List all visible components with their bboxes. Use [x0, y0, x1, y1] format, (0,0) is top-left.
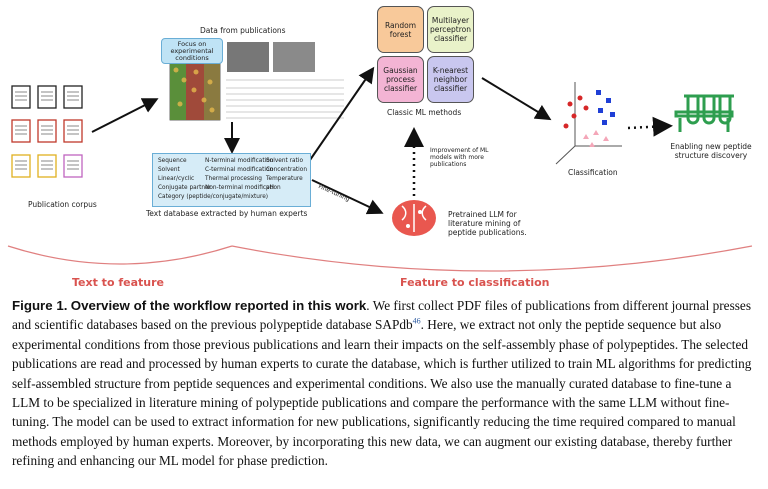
- arrow-db-to-llm: [311, 179, 384, 215]
- db-cell: N-terminal modification: [205, 158, 274, 164]
- db-label: Text database extracted by human experts: [146, 209, 308, 218]
- random-forest-box: Random forest: [377, 6, 424, 53]
- text-to-feature-label: Text to feature: [72, 276, 164, 289]
- caption-text-1: . We first collect PDF files of publicat…: [12, 298, 751, 333]
- db-cell: Thermal processing: [205, 176, 262, 182]
- db-cell: Non-terminal modification: [205, 185, 281, 191]
- discovery-label: Enabling new peptide structure discovery: [670, 142, 752, 160]
- db-cell: Temperature: [266, 176, 303, 182]
- arrow-corpus-to-data: [91, 98, 159, 133]
- caption-title: Overview of the workflow reported in thi…: [70, 298, 367, 313]
- knn-box: K-nearest neighbor classifier: [427, 56, 474, 103]
- caption-ref[interactable]: 46: [412, 316, 421, 326]
- db-cell: Conjugate partner: [158, 185, 211, 191]
- feature-to-classification-label: Feature to classification: [400, 276, 550, 289]
- classification-plot: [555, 82, 622, 165]
- db-cell: Solvent ratio: [266, 158, 303, 164]
- db-cell: pH: [266, 185, 275, 191]
- figure-caption: Figure 1. Overview of the workflow repor…: [12, 296, 760, 471]
- brain-icon: [392, 200, 436, 236]
- data-label: Data from publications: [200, 26, 286, 35]
- caption-text-2: . Here, we extract not only the peptide …: [12, 317, 752, 469]
- caption-label: Figure 1.: [12, 298, 68, 313]
- gaussian-process-box: Gaussian process classifier: [377, 56, 424, 103]
- data-table: [226, 79, 344, 119]
- ml-label: Classic ML methods: [387, 108, 462, 117]
- document-icons: [11, 85, 83, 178]
- improve-label: Improvement of ML models with more publi…: [430, 147, 489, 168]
- micrograph-2: [273, 42, 315, 72]
- feature-to-classification-bracket: [231, 245, 753, 272]
- corpus-label: Publication corpus: [28, 200, 97, 209]
- text-database: Sequence N-terminal modification Solvent…: [152, 153, 311, 207]
- mlp-box: Multilayer perceptron classifier: [427, 6, 474, 53]
- focus-label: Focus on experimental conditions: [161, 38, 223, 64]
- db-cell: Category (peptide/conjugate/mixture): [158, 194, 269, 200]
- figure-graphics: [7, 42, 753, 272]
- micrograph-1: [227, 42, 269, 72]
- db-cell: Solvent: [158, 167, 180, 173]
- db-cell: C-terminal modification: [205, 167, 274, 173]
- classification-label: Classification: [568, 168, 618, 177]
- arrow-db-to-ml: [309, 66, 375, 161]
- llm-label: Pretrained LLM for literature mining of …: [448, 210, 527, 237]
- test-tube-icon: [674, 94, 734, 132]
- phase-diagram: [169, 61, 221, 121]
- db-cell: Sequence: [158, 158, 187, 164]
- db-cell: Concentration: [266, 167, 308, 173]
- arrow-class-to-discovery: [627, 116, 673, 137]
- workflow-figure: Publication corpus Data from publication…: [7, 6, 753, 289]
- arrow-ml-to-class: [481, 77, 552, 121]
- db-cell: Linear/cyclic: [158, 176, 195, 182]
- text-to-feature-bracket: [7, 245, 233, 265]
